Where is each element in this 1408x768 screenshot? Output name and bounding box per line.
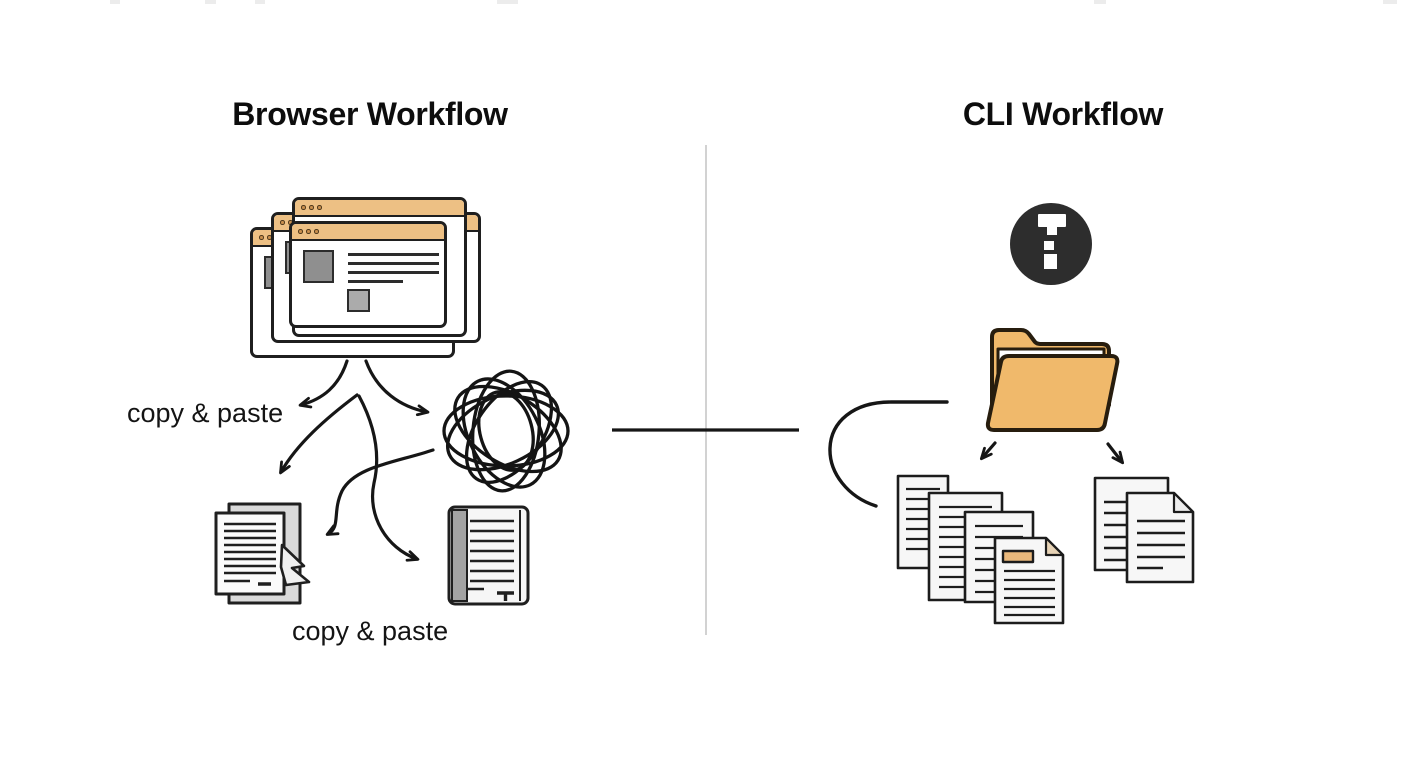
torn-corner (279, 543, 311, 587)
window-dot-icon (317, 205, 322, 210)
documents-icon (214, 502, 311, 605)
window-dot-icon (309, 205, 314, 210)
highlight-bar (1001, 549, 1035, 564)
swoosh-curve (828, 400, 949, 508)
window-dot-icon (306, 229, 311, 234)
folded-corner (1044, 536, 1065, 557)
copy-paste-label-top: copy & paste (127, 398, 284, 428)
browser-content (292, 241, 444, 325)
window-dot-icon (280, 220, 285, 225)
window-dot-icon (301, 205, 306, 210)
image-placeholder (303, 250, 334, 283)
copy-paste-label-bottom: copy & paste (292, 616, 449, 646)
arrow-to-doc-stack (979, 441, 997, 461)
arrow-scurve-right (357, 394, 420, 562)
tangle-scribble-icon (442, 369, 570, 493)
folder-icon (985, 328, 1120, 432)
window-dot-icon (314, 229, 319, 234)
front-sheet (1125, 491, 1195, 584)
document-pair-icon (1093, 476, 1195, 584)
browser-workflow-title: Browser Workflow (232, 96, 508, 132)
terminal-icon (1010, 203, 1092, 285)
browser-titlebar (292, 224, 444, 241)
folder-split-arrows (979, 441, 1125, 465)
arrow-scurve-left (325, 448, 435, 536)
arrow-to-copy-paste (298, 359, 349, 409)
notebook-icon (447, 505, 530, 606)
window-dot-icon (298, 229, 303, 234)
cli-workflow-title: CLI Workflow (962, 96, 1164, 132)
document-stack-icon (896, 474, 1065, 625)
chaos-arrows (279, 359, 435, 562)
folder-front (985, 354, 1120, 432)
top-edge-artifacts (110, 0, 1397, 4)
window-dot-icon (259, 235, 264, 240)
arrow-to-documents (279, 393, 359, 475)
small-image-placeholder (347, 289, 370, 312)
arrow-to-doc-pair (1106, 442, 1125, 465)
browser-window-front (289, 221, 447, 328)
notebook-mark (497, 591, 514, 601)
arrow-to-scribble (364, 359, 430, 417)
folded-corner (1172, 491, 1195, 514)
browser-titlebar (295, 200, 464, 217)
